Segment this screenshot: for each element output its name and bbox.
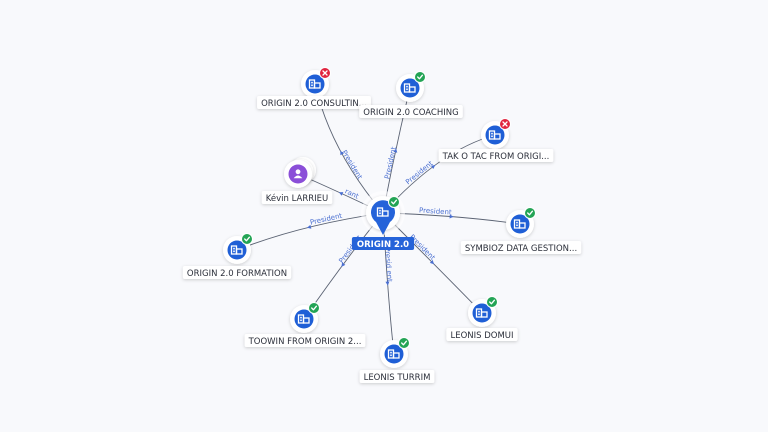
edge-label-tak-o-tac: President: [404, 159, 435, 186]
node-label-origin-formation[interactable]: ORIGIN 2.0 FORMATION: [182, 266, 292, 279]
node-tak-o-tac[interactable]: TAK O TAC FROM ORIGI...: [438, 118, 554, 162]
center-node[interactable]: ORIGIN 2.0: [351, 191, 415, 250]
status-active-icon: [398, 337, 410, 349]
node-label-symbioz-text: SYMBIOZ DATA GESTION...: [465, 244, 577, 254]
edge-label-leonis-turrim: Presid ent: [383, 247, 393, 283]
center-label-text: ORIGIN 2.0: [357, 240, 409, 250]
edge-label-origin-formation: President: [309, 212, 343, 227]
status-active-icon: [486, 296, 498, 308]
node-label-leonis-domui-text: LEONIS DOMUI: [450, 331, 513, 341]
person-icon: [293, 169, 303, 179]
edge-label-origin-coaching: President: [383, 146, 398, 180]
node-label-kevin-text: Kévin LARRIEU: [266, 193, 329, 204]
status-closed-icon: [319, 67, 331, 79]
status-closed-icon: [499, 118, 511, 130]
node-label-leonis-turrim[interactable]: LEONIS TURRIM: [359, 370, 435, 383]
node-leonis-turrim[interactable]: LEONIS TURRIM: [359, 337, 435, 383]
node-symbioz[interactable]: SYMBIOZ DATA GESTION...: [460, 207, 582, 254]
node-label-toowin-text: TOOWIN FROM ORIGIN 2...: [248, 337, 362, 347]
node-label-origin-formation-text: ORIGIN 2.0 FORMATION: [187, 269, 287, 279]
node-label-kevin[interactable]: Kévin LARRIEU: [261, 191, 333, 204]
node-kevin[interactable]: Kévin LARRIEU: [261, 157, 333, 204]
node-label-tak-o-tac-text: TAK O TAC FROM ORIGI...: [442, 152, 550, 162]
node-label-symbioz[interactable]: SYMBIOZ DATA GESTION...: [460, 241, 582, 254]
node-label-origin-coaching-text: ORIGIN 2.0 COACHING: [363, 108, 458, 118]
node-label-origin-consulting[interactable]: ORIGIN 2.0 CONSULTIN...: [257, 96, 371, 109]
status-active-icon: [388, 196, 400, 208]
node-origin-formation[interactable]: ORIGIN 2.0 FORMATION: [182, 233, 292, 279]
nodes-layer: ORIGIN 2.0 CONSULTIN...ORIGIN 2.0 COACHI…: [182, 67, 582, 383]
edge-label-symbioz: President: [419, 206, 452, 216]
center-label[interactable]: ORIGIN 2.0: [351, 237, 415, 250]
node-label-toowin[interactable]: TOOWIN FROM ORIGIN 2...: [244, 334, 366, 347]
node-label-leonis-turrim-text: LEONIS TURRIM: [364, 373, 431, 383]
status-active-icon: [241, 233, 253, 245]
node-toowin[interactable]: TOOWIN FROM ORIGIN 2...: [244, 302, 366, 347]
status-active-icon: [414, 71, 426, 83]
node-leonis-domui[interactable]: LEONIS DOMUI: [446, 296, 518, 341]
edge-label-origin-consulting: President: [340, 149, 364, 181]
node-label-origin-coaching[interactable]: ORIGIN 2.0 COACHING: [359, 105, 463, 118]
node-label-origin-consulting-text: ORIGIN 2.0 CONSULTIN...: [261, 99, 367, 109]
status-active-icon: [308, 302, 320, 314]
status-active-icon: [524, 207, 536, 219]
node-label-tak-o-tac[interactable]: TAK O TAC FROM ORIGI...: [438, 149, 554, 162]
node-origin-consulting[interactable]: ORIGIN 2.0 CONSULTIN...: [257, 67, 371, 109]
node-label-leonis-domui[interactable]: LEONIS DOMUI: [446, 328, 518, 341]
node-origin-coaching[interactable]: ORIGIN 2.0 COACHING: [359, 71, 463, 118]
